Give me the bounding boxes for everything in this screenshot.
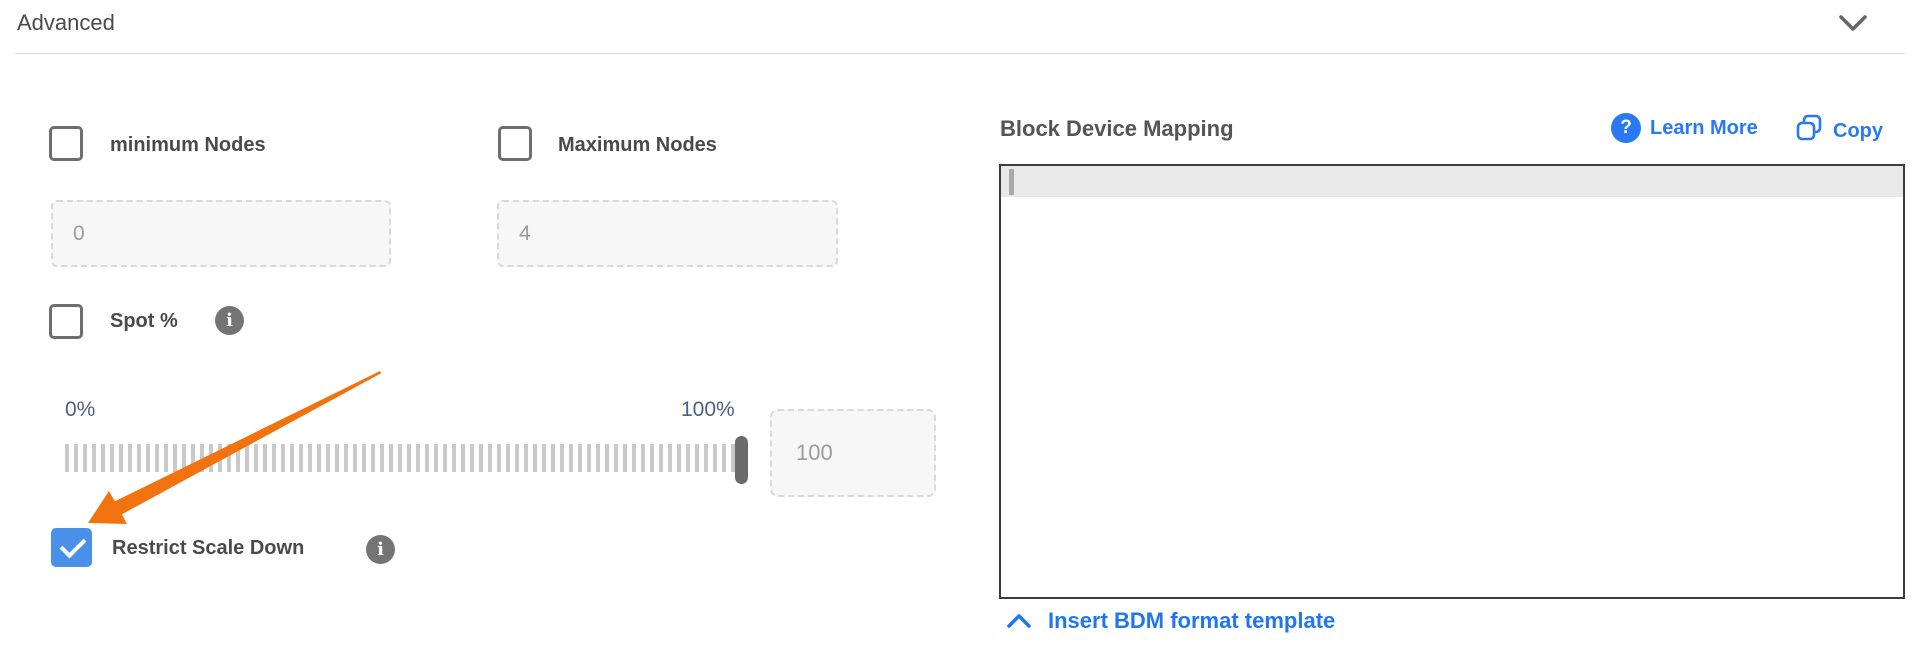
min-nodes-label: minimum Nodes	[110, 134, 266, 156]
insert-template-link[interactable]: Insert BDM format template	[1006, 608, 1335, 634]
min-nodes-checkbox[interactable]	[49, 126, 83, 161]
editor-active-line	[1001, 166, 1903, 197]
restrict-info-icon[interactable]: i	[366, 535, 395, 564]
min-nodes-input[interactable]	[51, 200, 391, 267]
copy-label: Copy	[1833, 119, 1883, 142]
slider-min-label: 0%	[65, 398, 96, 421]
max-nodes-input[interactable]	[497, 200, 838, 267]
restrict-scale-down-label: Restrict Scale Down	[112, 537, 305, 559]
learn-more-link[interactable]: ? Learn More	[1611, 113, 1758, 143]
spot-value-input[interactable]	[770, 409, 936, 497]
bdm-title: Block Device Mapping	[1000, 116, 1234, 141]
max-nodes-label: Maximum Nodes	[558, 134, 717, 156]
spot-slider-handle[interactable]	[735, 436, 748, 484]
spot-checkbox[interactable]	[49, 304, 83, 339]
learn-more-label: Learn More	[1650, 116, 1758, 139]
spot-slider-track[interactable]	[65, 444, 749, 472]
slider-max-label: 100%	[681, 398, 735, 421]
spot-info-icon[interactable]: i	[215, 306, 244, 335]
section-title: Advanced	[17, 10, 115, 35]
max-nodes-checkbox[interactable]	[498, 126, 532, 161]
editor-cursor	[1009, 169, 1014, 195]
restrict-scale-down-checkbox[interactable]	[51, 528, 92, 567]
collapse-section-button[interactable]	[1836, 10, 1870, 38]
chevron-down-icon	[1836, 15, 1870, 42]
section-divider	[15, 53, 1905, 54]
insert-template-label: Insert BDM format template	[1048, 608, 1336, 633]
chevron-up-icon	[1006, 612, 1032, 630]
checkmark-icon	[59, 531, 87, 559]
question-icon: ?	[1611, 113, 1641, 143]
bdm-editor[interactable]	[999, 164, 1905, 599]
copy-button[interactable]: Copy	[1794, 113, 1883, 149]
copy-icon	[1794, 113, 1824, 149]
spot-label: Spot %	[110, 310, 178, 332]
